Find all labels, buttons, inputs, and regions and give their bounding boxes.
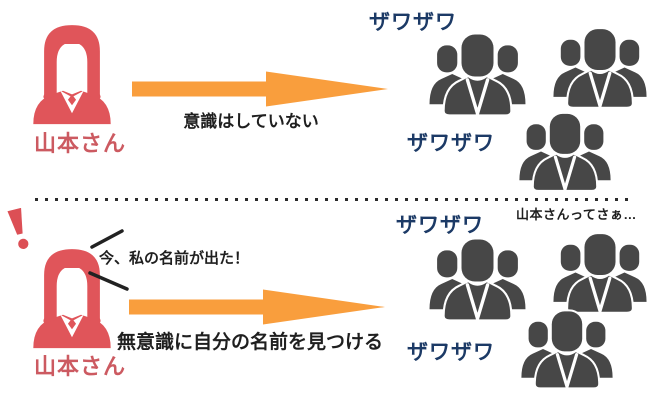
speech-emphasis-lines-icon xyxy=(88,229,129,291)
arrow-caption: 無意識に自分の名前を見つける xyxy=(117,332,384,353)
person-name-label: 山本さん xyxy=(34,354,127,379)
dotted-divider xyxy=(35,198,629,201)
crowd-icon xyxy=(551,26,649,109)
woman-avatar-icon xyxy=(27,14,117,128)
right-arrow-icon xyxy=(129,288,385,326)
crowd-icon xyxy=(427,31,528,117)
crowd-icon xyxy=(427,236,528,322)
crowd-remark-text: 山本さんってさぁ… xyxy=(516,207,637,222)
crowd-icon xyxy=(519,307,615,391)
buzz-label: ザワザワ xyxy=(396,214,484,237)
crowd-icon xyxy=(517,110,613,193)
person-name-label: 山本さん xyxy=(34,131,127,156)
buzz-label: ザワザワ xyxy=(407,341,495,364)
buzz-label: ザワザワ xyxy=(407,132,495,155)
buzz-label: ザワザワ xyxy=(369,11,457,34)
arrow-caption: 意識はしていない xyxy=(183,112,319,131)
speech-bubble-text: 今、私の名前が出た！ xyxy=(99,250,250,267)
right-arrow-icon xyxy=(132,70,388,108)
crowd-icon xyxy=(551,231,649,314)
